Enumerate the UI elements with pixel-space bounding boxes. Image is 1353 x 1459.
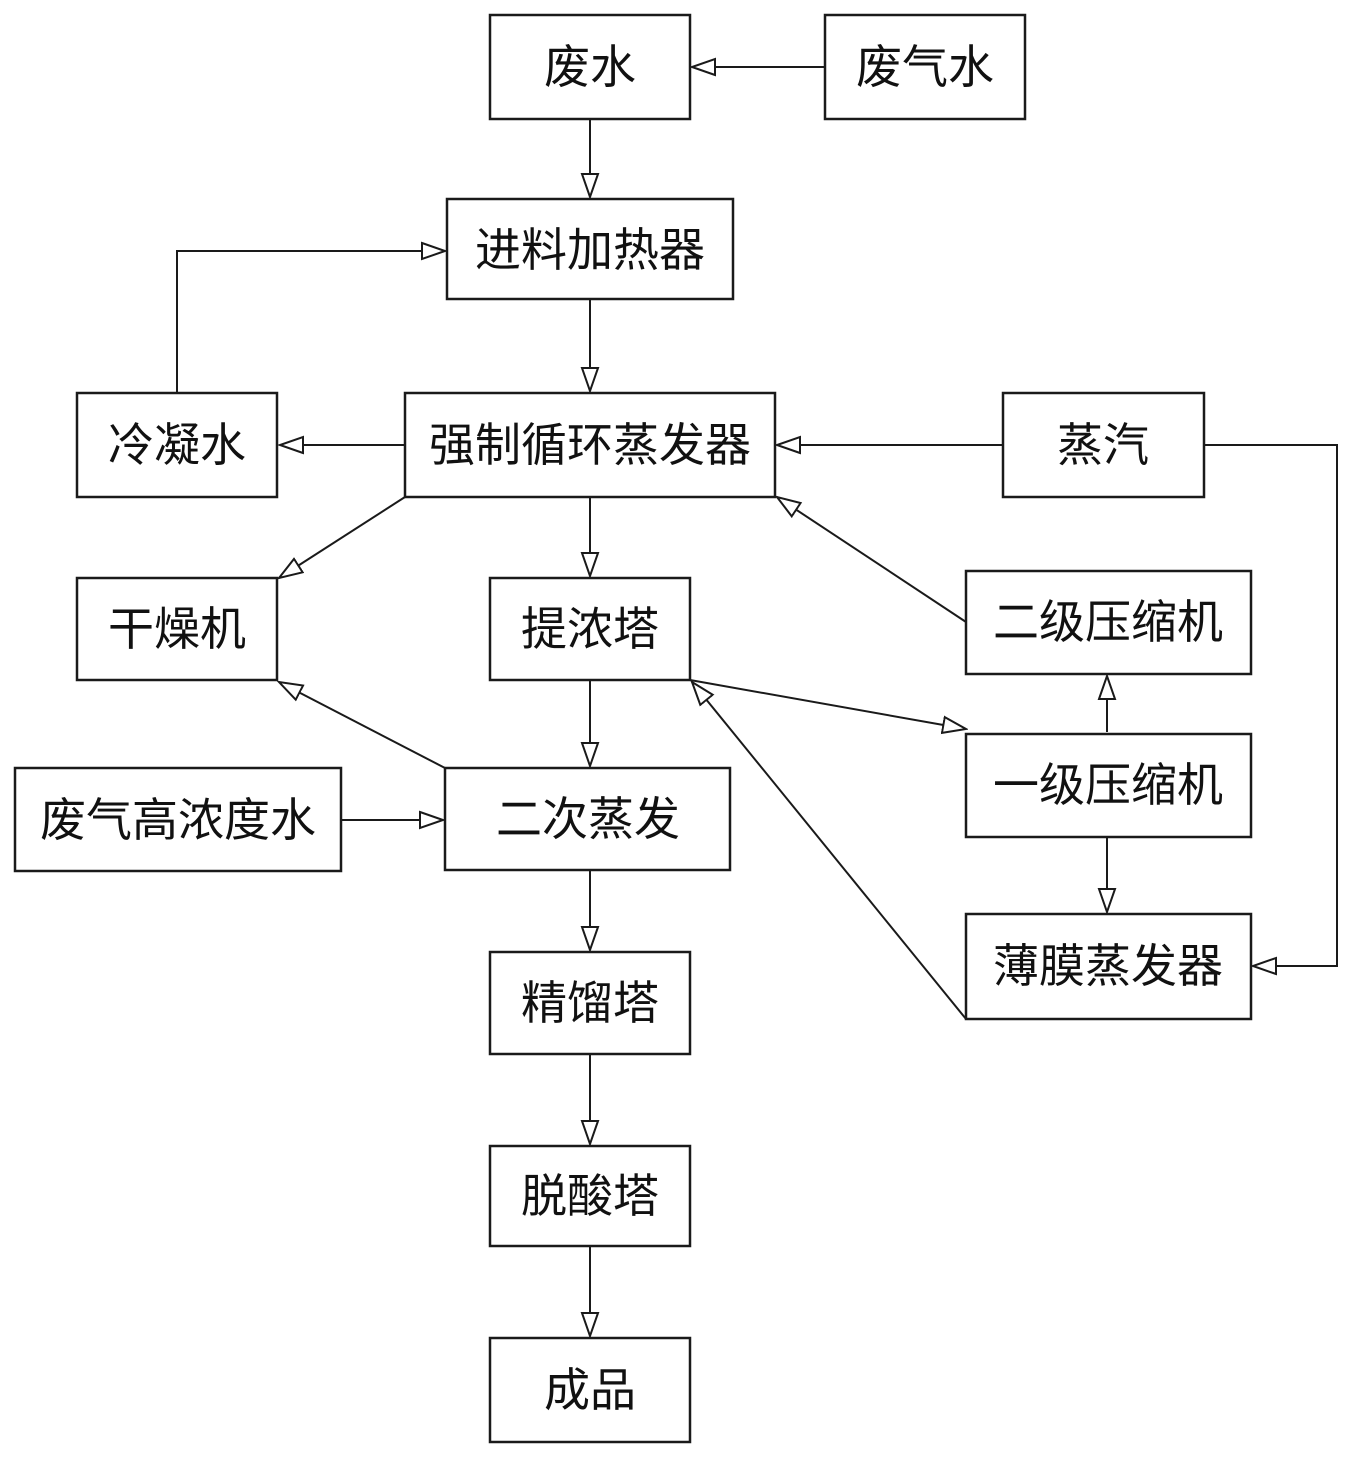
node-condensate-label: 冷凝水 <box>108 418 246 472</box>
node-dryer-label: 干燥机 <box>108 602 246 656</box>
node-primary-compressor: 一级压缩机 <box>964 732 1253 839</box>
node-rectifying-tower: 精馏塔 <box>488 950 692 1056</box>
node-concentrating-tower-label: 提浓塔 <box>521 602 659 656</box>
node-wastewater-label: 废水 <box>544 40 636 94</box>
edge-condensate-to-feed-heater <box>176 251 445 393</box>
flow-edges <box>176 67 1338 1336</box>
node-feed-heater: 进料加热器 <box>445 197 735 301</box>
node-steam-label: 蒸汽 <box>1057 418 1149 472</box>
node-finished-product-label: 成品 <box>544 1363 636 1417</box>
node-secondary-compressor: 二级压缩机 <box>964 569 1253 676</box>
node-condensate: 冷凝水 <box>75 391 279 499</box>
node-waste-gas-water: 废气水 <box>823 13 1027 121</box>
node-high-conc-waste-gas-water-label: 废气高浓度水 <box>40 793 316 847</box>
node-forced-circulation-evaporator: 强制循环蒸发器 <box>403 391 777 499</box>
node-concentrating-tower: 提浓塔 <box>488 576 692 682</box>
node-primary-compressor-label: 一级压缩机 <box>993 758 1223 812</box>
node-steam: 蒸汽 <box>1001 391 1206 499</box>
node-waste-gas-water-label: 废气水 <box>856 40 994 94</box>
node-deacidification-tower-label: 脱酸塔 <box>521 1169 659 1223</box>
node-wastewater: 废水 <box>488 13 692 121</box>
edge-steam-to-thin-film-evaporator <box>1204 444 1338 966</box>
node-forced-circulation-evaporator-label: 强制循环蒸发器 <box>429 418 751 472</box>
node-feed-heater-label: 进料加热器 <box>475 223 705 277</box>
node-high-conc-waste-gas-water: 废气高浓度水 <box>13 766 343 873</box>
node-deacidification-tower: 脱酸塔 <box>488 1144 692 1248</box>
edge-concentrating-tower-to-primary-compressor <box>689 679 966 729</box>
node-thin-film-evaporator-label: 薄膜蒸发器 <box>993 939 1223 993</box>
node-secondary-compressor-label: 二级压缩机 <box>993 595 1223 649</box>
edge-secondary-evaporation-to-dryer <box>279 682 446 769</box>
edge-secondary-compressor-to-forced-evaporator <box>777 497 967 623</box>
edge-forced-evaporator-to-dryer <box>279 496 406 578</box>
node-secondary-evaporation-label: 二次蒸发 <box>496 792 680 846</box>
edge-thin-film-evaporator-to-concentrating-tower <box>692 682 967 1020</box>
node-thin-film-evaporator: 薄膜蒸发器 <box>964 912 1253 1021</box>
node-dryer: 干燥机 <box>75 576 279 682</box>
node-finished-product: 成品 <box>488 1336 692 1444</box>
node-secondary-evaporation: 二次蒸发 <box>443 766 732 872</box>
node-rectifying-tower-label: 精馏塔 <box>521 976 659 1030</box>
